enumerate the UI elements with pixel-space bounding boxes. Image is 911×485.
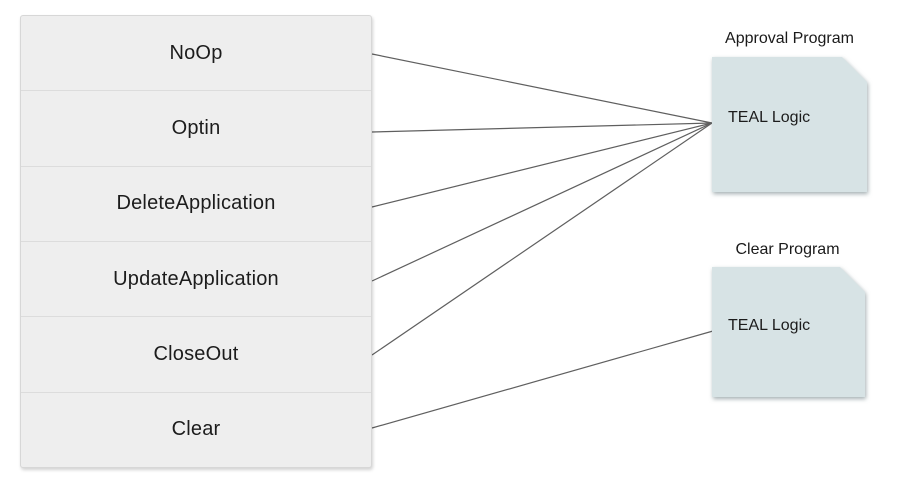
operation-label: CloseOut <box>153 342 239 365</box>
operation-label: UpdateApplication <box>113 267 279 290</box>
connector-noop-to-approval <box>371 53 713 124</box>
connector-optin-to-approval <box>371 122 713 133</box>
operation-row-closeout: CloseOut <box>21 316 371 391</box>
connector-updateapplication-to-approval <box>371 122 713 282</box>
operation-label: Clear <box>171 418 221 441</box>
connector-clear-to-clearprogram <box>371 330 714 429</box>
approval-program-body: TEAL Logic <box>728 108 811 126</box>
operation-row-deleteapplication: DeleteApplication <box>21 165 371 241</box>
clear-program-document: TEAL Logic <box>712 267 865 397</box>
operation-row-noop: NoOp <box>21 16 371 90</box>
approval-program-shape: TEAL Logic <box>712 57 867 192</box>
clear-program-shape: TEAL Logic <box>712 267 865 397</box>
operations-list: NoOp Optin DeleteApplication UpdateAppli… <box>20 15 372 468</box>
operation-row-optin: Optin <box>21 90 371 165</box>
clear-program-title: Clear Program <box>735 241 840 258</box>
approval-program-title: Approval Program <box>725 30 854 47</box>
operation-label: DeleteApplication <box>116 192 276 215</box>
operation-label: NoOp <box>169 41 223 64</box>
operation-label: Optin <box>171 116 221 139</box>
connector-deleteapplication-to-approval <box>371 122 713 208</box>
clear-program-body: TEAL Logic <box>728 317 811 334</box>
connector-closeout-to-approval <box>371 122 713 356</box>
operation-row-updateapplication: UpdateApplication <box>21 240 371 316</box>
operation-row-clear: Clear <box>21 391 371 467</box>
approval-program-document: TEAL Logic <box>712 57 867 192</box>
